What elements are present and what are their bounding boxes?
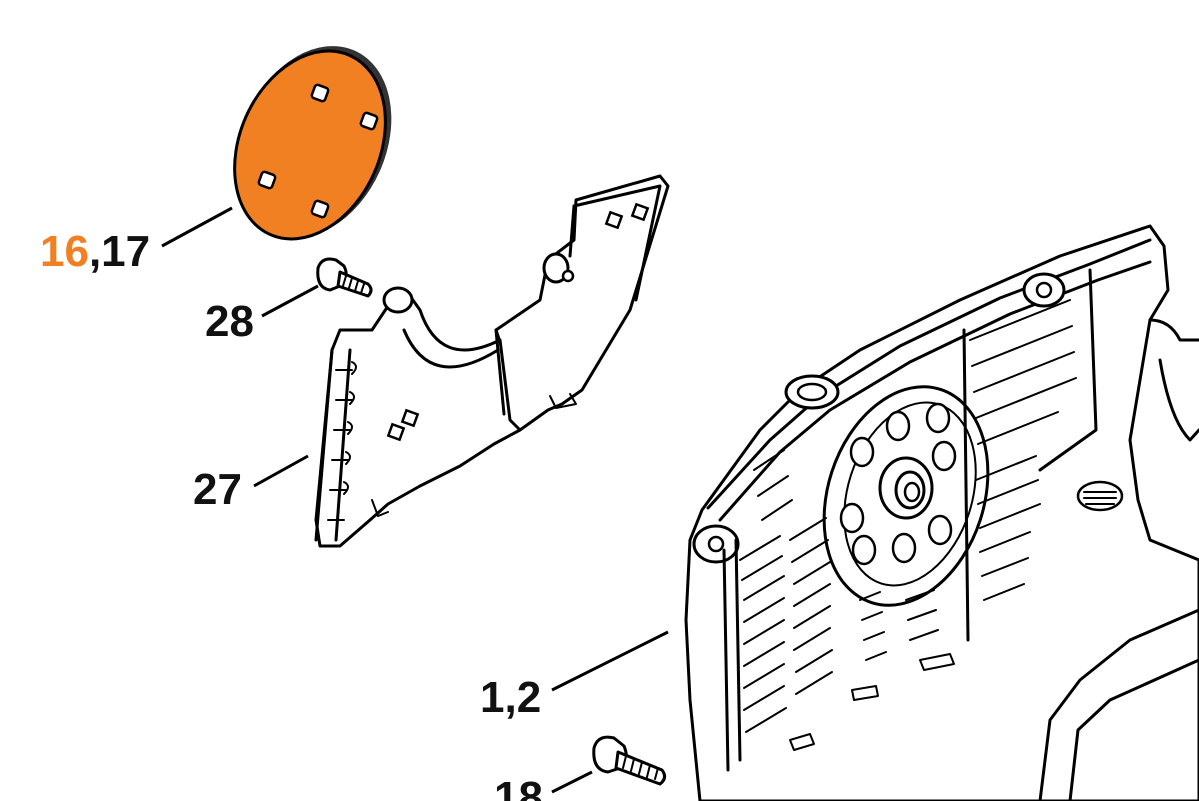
sprocket-holes bbox=[839, 402, 957, 566]
cover-plate-highlight bbox=[233, 49, 387, 241]
leader-lines bbox=[161, 206, 669, 794]
screw-28-part[interactable] bbox=[316, 257, 373, 298]
leader-16-17 bbox=[161, 206, 233, 248]
callout-18[interactable]: 18 bbox=[494, 773, 543, 801]
leader-28 bbox=[261, 284, 319, 318]
callout-16-17[interactable]: 16,17 bbox=[40, 227, 150, 276]
leader-18 bbox=[551, 770, 593, 794]
cover-plate-part[interactable] bbox=[206, 21, 420, 263]
cooling-fins bbox=[739, 299, 1077, 733]
callout-27[interactable]: 27 bbox=[193, 465, 242, 514]
bracket-27-part[interactable] bbox=[314, 174, 670, 548]
callout-16-highlighted: 16 bbox=[40, 227, 89, 276]
screw-18-part[interactable] bbox=[592, 735, 667, 786]
housing-1-2-part[interactable] bbox=[684, 224, 1199, 801]
leader-27 bbox=[253, 454, 309, 488]
callout-28[interactable]: 28 bbox=[205, 297, 254, 346]
callout-1-2[interactable]: 1,2 bbox=[480, 673, 541, 722]
callout-17: ,17 bbox=[89, 227, 150, 276]
cover-plate-holes bbox=[257, 83, 379, 219]
callout-labels: 16,17 28 27 1,2 18 bbox=[40, 227, 543, 801]
leader-1-2 bbox=[551, 630, 669, 692]
